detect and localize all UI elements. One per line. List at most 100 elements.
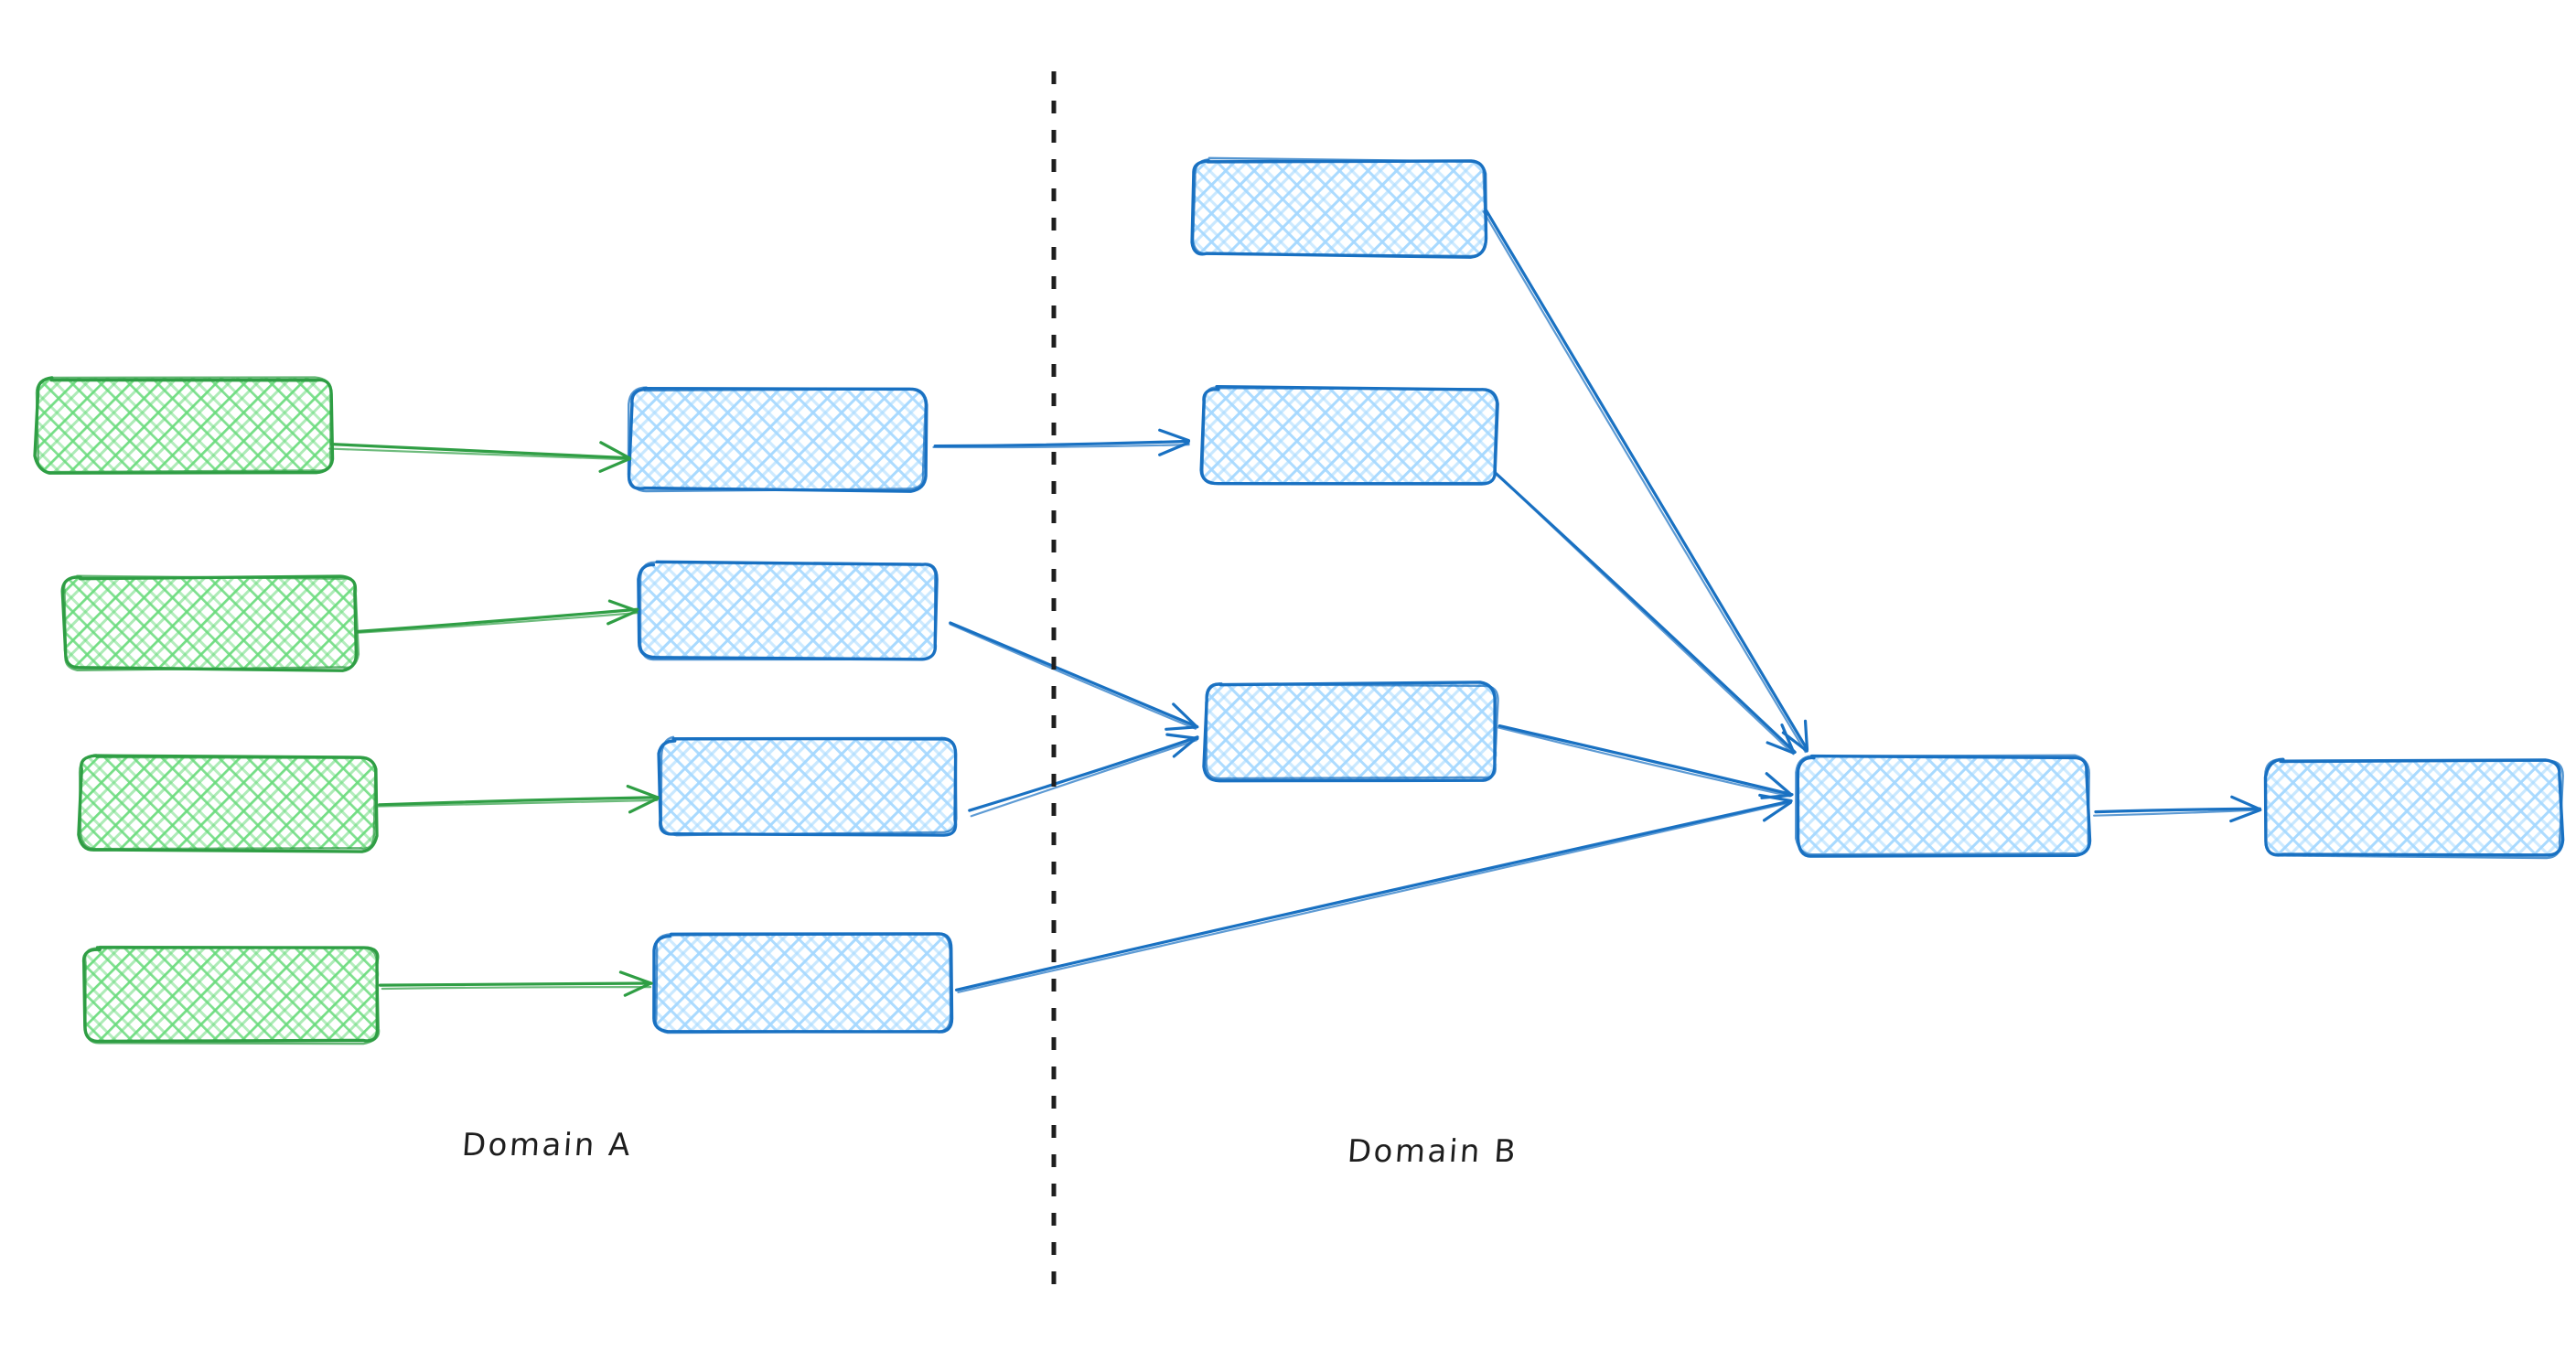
edge-arrowhead	[1165, 725, 1199, 731]
edge-shaft	[378, 981, 653, 987]
node-c2[interactable]	[1199, 385, 1499, 486]
node-outline	[63, 574, 360, 671]
edge-shaft	[2093, 809, 2261, 817]
edge-shaft	[954, 799, 1793, 991]
node-outline	[1201, 386, 1498, 485]
edge-b1-c2	[932, 428, 1191, 456]
node-outline	[627, 386, 927, 493]
edge-c2-d1	[1493, 470, 1797, 756]
edge-shaft	[932, 444, 1190, 449]
edge-arrowhead	[599, 441, 631, 460]
node-fill-cross	[639, 562, 937, 660]
nodes-layer	[33, 156, 2565, 1045]
edge-arrowhead	[1765, 772, 1793, 797]
domain-b-label: Domain B	[1346, 1133, 1519, 1170]
node-d1[interactable]	[1795, 754, 2092, 858]
edge-shaft	[381, 986, 652, 991]
edge-a4-b4	[378, 970, 653, 997]
edge-arrowhead	[1172, 702, 1198, 728]
node-outline	[81, 946, 380, 1044]
edge-shaft	[949, 623, 1197, 730]
edge-a3-b3	[376, 784, 660, 814]
node-outline	[83, 945, 381, 1045]
edge-arrowhead	[2229, 808, 2262, 823]
edge-shaft	[957, 801, 1792, 993]
node-a1[interactable]	[33, 376, 335, 475]
edge-shaft	[1482, 210, 1807, 754]
edge-shaft	[378, 796, 660, 807]
edge-arrowhead	[598, 456, 632, 473]
edge-c3-d1	[1497, 724, 1794, 799]
node-a2[interactable]	[60, 574, 360, 672]
domain-a-label: Domain A	[460, 1127, 634, 1163]
edge-d1-e1	[2093, 795, 2262, 823]
node-b2[interactable]	[637, 560, 939, 661]
edge-arrowhead	[606, 609, 639, 626]
edge-shaft	[1496, 473, 1795, 756]
node-outline	[1205, 681, 1499, 780]
edge-b4-d1	[954, 793, 1793, 993]
node-fill-cross	[654, 933, 952, 1034]
node-fill-cross	[1193, 159, 1486, 257]
edge-shaft	[329, 442, 631, 460]
node-c3[interactable]	[1202, 681, 1499, 783]
node-fill-cross	[1204, 683, 1497, 780]
node-b1[interactable]	[627, 386, 928, 493]
edge-arrowhead	[2230, 795, 2261, 811]
node-fill-cross	[660, 738, 958, 835]
node-outline	[35, 376, 332, 474]
node-b3[interactable]	[657, 735, 958, 837]
node-a3[interactable]	[77, 754, 379, 853]
node-b4[interactable]	[652, 932, 954, 1034]
node-fill-cross	[80, 755, 376, 851]
node-outline	[1191, 156, 1487, 258]
edge-arrowhead	[1760, 793, 1793, 799]
edge-shaft	[356, 611, 639, 634]
edge-shaft	[376, 799, 659, 808]
node-fill-cross	[629, 388, 926, 489]
node-fill-cross	[36, 378, 331, 472]
edge-shaft	[1497, 726, 1791, 798]
edge-c1-d1	[1482, 209, 1809, 754]
node-fill-cross	[83, 948, 380, 1043]
node-fill-cross	[1798, 756, 2090, 854]
edge-shaft	[355, 607, 639, 634]
node-fill-cross	[2266, 760, 2562, 857]
edge-shaft	[1497, 724, 1794, 797]
edge-shaft	[327, 447, 631, 461]
edge-arrowhead	[1158, 441, 1190, 456]
edge-shaft	[970, 739, 1198, 818]
node-outline	[2264, 758, 2564, 860]
edges-layer	[327, 209, 2262, 997]
edge-shaft	[949, 621, 1199, 729]
edge-arrowhead	[1780, 724, 1796, 755]
edge-b3-c3	[968, 733, 1199, 818]
node-outline	[639, 561, 937, 661]
edge-arrowhead	[1762, 800, 1792, 822]
edge-arrowhead	[1803, 719, 1809, 752]
edge-arrowhead	[1158, 428, 1191, 443]
edge-arrowhead	[628, 797, 660, 814]
node-outline	[654, 932, 952, 1034]
node-fill-cross	[63, 577, 358, 670]
node-outline	[78, 754, 377, 851]
edge-shaft	[933, 439, 1191, 448]
edge-shaft	[2094, 807, 2262, 814]
node-c1[interactable]	[1190, 156, 1488, 259]
edge-arrowhead	[618, 970, 653, 985]
node-outline	[1796, 754, 2092, 858]
node-outline	[660, 735, 958, 837]
edge-shaft	[968, 735, 1198, 812]
edge-shaft	[1484, 209, 1809, 751]
node-outline	[1795, 754, 2090, 856]
edge-arrowhead	[626, 784, 658, 799]
edge-a2-b2	[355, 599, 639, 634]
node-a4[interactable]	[81, 945, 381, 1045]
edge-arrowhead	[607, 599, 639, 613]
edge-a1-b1	[327, 441, 632, 473]
node-e1[interactable]	[2263, 757, 2565, 860]
edge-b2-c3	[949, 621, 1199, 731]
node-outline	[2263, 757, 2565, 857]
node-fill-cross	[1202, 387, 1497, 486]
